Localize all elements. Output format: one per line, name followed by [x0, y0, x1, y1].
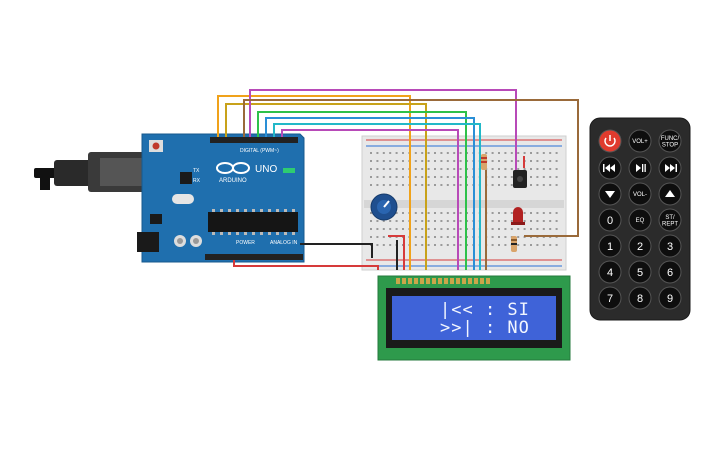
digital-header-label: DIGITAL (PWM~)	[240, 148, 279, 154]
rewind-icon	[603, 164, 615, 172]
potentiometer[interactable]	[370, 193, 398, 221]
resistor-2[interactable]	[511, 236, 517, 252]
remote-button-10[interactable]: EQ	[628, 208, 652, 232]
lcd-module[interactable]: |<< : SI >>| : NO	[377, 275, 571, 361]
wires	[217, 89, 579, 270]
remote-button-3[interactable]	[598, 156, 622, 180]
crystal	[172, 194, 194, 204]
ir-remote[interactable]: VOL+ FUNC/STOP VOL- 0 EQ ST/REPT 1 2 3 4 5 6 7 8 9	[589, 117, 691, 321]
remote-button-15[interactable]: 4	[598, 260, 622, 284]
arduino-logo	[216, 162, 250, 174]
remote-button-18[interactable]: 7	[598, 286, 622, 310]
wire-blue	[265, 117, 475, 270]
wire-cyan	[273, 123, 481, 270]
wire-orange	[217, 95, 411, 270]
remote-button-7[interactable]: VOL-	[628, 182, 652, 206]
rx-label: RX	[193, 178, 201, 184]
arduino-model: UNO	[255, 164, 277, 175]
up-icon	[665, 190, 675, 197]
lcd-line-2: >>| : NO	[440, 318, 530, 338]
remote-button-label: VOL-	[633, 192, 647, 198]
wire-black	[300, 243, 373, 258]
play-pause-icon	[636, 164, 646, 172]
remote-button-16[interactable]: 5	[628, 260, 652, 284]
arduino-brand: ARDUINO	[219, 178, 247, 184]
remote-button-11[interactable]: ST/REPT	[658, 208, 682, 232]
remote-button-label: FUNC/STOP	[661, 136, 680, 149]
remote-button-label: 8	[637, 293, 643, 305]
down-icon	[605, 191, 615, 198]
power-header-label: POWER	[236, 240, 255, 246]
remote-button-label: 5	[637, 267, 643, 279]
atmega-chip	[208, 212, 298, 232]
red-led[interactable]	[511, 207, 525, 225]
remote-button-20[interactable]: 9	[658, 286, 682, 310]
wire-green	[257, 111, 467, 270]
usb-cable	[34, 152, 158, 192]
remote-button-0[interactable]	[598, 129, 622, 153]
wire-red-power	[233, 260, 379, 270]
arduino-uno-board[interactable]: DIGITAL (PWM~) ARDUINO UNO TX RX POWER A…	[137, 133, 305, 263]
wire-magenta	[249, 89, 517, 170]
remote-button-label: 6	[667, 267, 673, 279]
power-icon	[604, 135, 616, 147]
remote-button-12[interactable]: 1	[598, 234, 622, 258]
tx-label: TX	[193, 168, 200, 174]
remote-button-label: 9	[667, 293, 673, 305]
remote-button-6[interactable]	[598, 182, 622, 206]
wire-purple	[281, 129, 459, 270]
ir-receiver[interactable]	[513, 170, 527, 188]
remote-button-14[interactable]: 3	[658, 234, 682, 258]
resistor-1[interactable]	[481, 154, 487, 170]
remote-button-19[interactable]: 8	[628, 286, 652, 310]
remote-button-9[interactable]: 0	[598, 208, 622, 232]
remote-button-label: 4	[607, 267, 613, 279]
remote-button-5[interactable]	[658, 156, 682, 180]
remote-button-13[interactable]: 2	[628, 234, 652, 258]
remote-button-label: EQ	[636, 218, 645, 224]
remote-button-label: 1	[607, 241, 613, 253]
remote-button-label: ST/REPT	[662, 215, 678, 228]
digital-header	[210, 137, 298, 143]
lcd-pins	[396, 278, 490, 284]
remote-button-grid: VOL+ FUNC/STOP VOL- 0 EQ ST/REPT 1 2 3 4 5 6 7 8 9	[598, 129, 682, 310]
wire-red-pot	[388, 235, 405, 270]
remote-button-1[interactable]: VOL+	[628, 129, 652, 153]
analog-header-label: ANALOG IN	[270, 240, 298, 246]
lcd-screen	[392, 296, 556, 340]
remote-button-4[interactable]	[628, 156, 652, 180]
remote-button-label: VOL+	[632, 139, 648, 145]
on-led	[283, 168, 295, 173]
remote-button-label: 7	[607, 293, 613, 305]
fast-forward-icon	[665, 164, 677, 172]
remote-button-label: 3	[667, 241, 673, 253]
remote-button-label: 0	[607, 215, 613, 227]
remote-button-17[interactable]: 6	[658, 260, 682, 284]
remote-button-label: 2	[637, 241, 643, 253]
power-analog-header	[205, 254, 303, 260]
wire-brown	[243, 99, 579, 237]
dc-jack	[137, 232, 159, 252]
remote-button-8[interactable]	[658, 182, 682, 206]
wire-yellow	[225, 103, 427, 270]
lcd-line-1: |<< : SI	[440, 300, 530, 320]
remote-button-2[interactable]: FUNC/STOP	[658, 129, 682, 153]
